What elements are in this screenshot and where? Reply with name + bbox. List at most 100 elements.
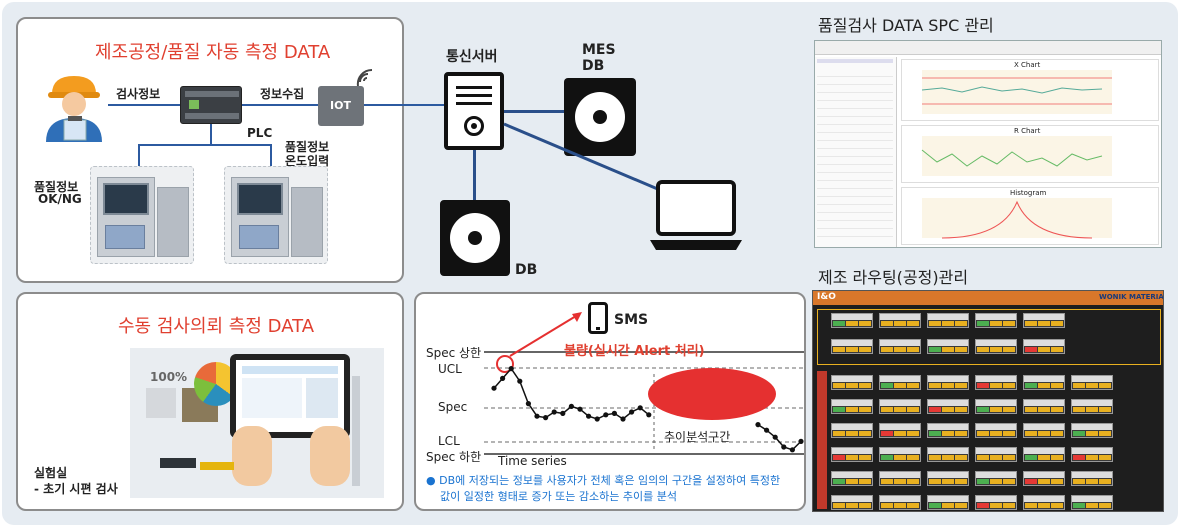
lab-illustration: 100%: [130, 348, 384, 498]
link-server-mes: [504, 110, 564, 113]
link-plc-machine2: [270, 144, 272, 166]
routing-cell[interactable]: [879, 313, 921, 328]
routing-cell[interactable]: [927, 313, 969, 328]
auto-measure-title: 제조공정/품질 자동 측정 DATA: [95, 42, 331, 63]
routing-cell[interactable]: [831, 471, 873, 486]
trend-point: [611, 410, 617, 416]
routing-cell[interactable]: [879, 375, 921, 390]
routing-cell[interactable]: [1023, 339, 1065, 354]
routing-cell[interactable]: [975, 447, 1017, 462]
link-plc-iot: [242, 104, 318, 106]
phone-icon: [588, 302, 608, 334]
routing-cell[interactable]: [1071, 447, 1113, 462]
routing-cell[interactable]: [1023, 313, 1065, 328]
trend-point: [543, 415, 549, 421]
routing-cell[interactable]: [927, 423, 969, 438]
alert-marker: [496, 355, 514, 373]
routing-cell[interactable]: [831, 313, 873, 328]
routing-cell[interactable]: [927, 471, 969, 486]
trend-point: [534, 413, 540, 419]
routing-app-screenshot: I&O WONIK MATERIALS: [812, 290, 1164, 512]
trend-note-2: 값이 일정한 형태로 증가 또는 감소하는 추이를 분석: [440, 490, 677, 503]
routing-cell[interactable]: [927, 339, 969, 354]
routing-cell[interactable]: [1071, 375, 1113, 390]
label-quality-okng-2: OK/NG: [38, 192, 82, 206]
manual-measure-title: 수동 검사의뢰 측정 DATA: [118, 316, 315, 337]
trend-point: [500, 375, 506, 381]
link-iot-server: [364, 104, 444, 106]
label-trend-section: 추이분석구간: [664, 430, 731, 444]
trend-point: [798, 438, 804, 444]
routing-cell[interactable]: [1023, 447, 1065, 462]
label-quality-temp-1: 품질정보: [285, 140, 330, 154]
alert-ellipse: [648, 368, 776, 420]
trend-point: [781, 444, 787, 450]
routing-cell[interactable]: [975, 339, 1017, 354]
plc-device: [180, 86, 242, 124]
trend-point: [764, 427, 770, 433]
routing-cell[interactable]: [975, 313, 1017, 328]
link-worker-plc: [108, 104, 180, 106]
routing-cell[interactable]: [879, 423, 921, 438]
label-info-collect: 정보수집: [260, 87, 305, 101]
trend-point: [755, 422, 761, 428]
link-server-db: [473, 150, 476, 200]
routing-cell[interactable]: [975, 471, 1017, 486]
routing-cell[interactable]: [831, 399, 873, 414]
routing-cell[interactable]: [879, 399, 921, 414]
machine-1: [90, 166, 194, 264]
routing-cell[interactable]: [831, 495, 873, 510]
routing-cell[interactable]: [879, 339, 921, 354]
trend-point: [772, 434, 778, 440]
label-plc: PLC: [247, 126, 273, 140]
routing-title: 제조 라우팅(공정)관리: [818, 268, 969, 287]
label-db: DB: [515, 262, 538, 278]
wifi-icon: [356, 68, 373, 86]
routing-cell[interactable]: [1023, 423, 1065, 438]
link-plc-machine1: [138, 144, 140, 166]
label-lab-1: 실험실: [34, 466, 68, 480]
routing-cell[interactable]: [879, 495, 921, 510]
trend-point: [789, 447, 795, 453]
routing-cell[interactable]: [927, 447, 969, 462]
spc-title: 품질검사 DATA SPC 관리: [818, 16, 994, 35]
routing-cell[interactable]: [1023, 471, 1065, 486]
label-mes-1: MES: [582, 42, 616, 58]
trend-point: [517, 378, 523, 384]
routing-cell[interactable]: [831, 423, 873, 438]
machine-2: [224, 166, 328, 264]
trend-note-1: ● DB에 저장되는 정보를 사용자가 전체 혹은 임의의 구간을 설정하여 특…: [426, 474, 781, 487]
spc-app-screenshot: X Chart R Chart Histogram: [814, 40, 1162, 248]
routing-cell[interactable]: [975, 375, 1017, 390]
tablet-icon: [230, 354, 350, 438]
trend-point: [551, 409, 557, 415]
routing-cell[interactable]: [831, 339, 873, 354]
label-lab-2: - 초기 시편 검사: [34, 482, 118, 496]
routing-cell[interactable]: [1023, 399, 1065, 414]
db-icon: [440, 200, 510, 276]
routing-cell[interactable]: [1071, 495, 1113, 510]
routing-cell[interactable]: [1023, 495, 1065, 510]
routing-cell[interactable]: [1023, 375, 1065, 390]
routing-cell[interactable]: [927, 375, 969, 390]
server-icon: [444, 72, 504, 150]
routing-cell[interactable]: [831, 447, 873, 462]
routing-cell[interactable]: [975, 495, 1017, 510]
routing-cell[interactable]: [879, 471, 921, 486]
routing-cell[interactable]: [927, 399, 969, 414]
routing-cell[interactable]: [927, 495, 969, 510]
trend-point: [637, 405, 643, 411]
routing-cell[interactable]: [879, 447, 921, 462]
routing-cell[interactable]: [1071, 399, 1113, 414]
routing-cell[interactable]: [975, 399, 1017, 414]
routing-cell[interactable]: [831, 375, 873, 390]
routing-cell[interactable]: [975, 423, 1017, 438]
trend-point: [560, 410, 566, 416]
routing-cell[interactable]: [1071, 423, 1113, 438]
laptop-icon: [650, 180, 742, 250]
routing-cell[interactable]: [1071, 471, 1113, 486]
auto-measure-box: [16, 17, 404, 283]
alert-arrow: [509, 315, 577, 357]
label-ucl: UCL: [438, 362, 462, 376]
label-lcl: LCL: [438, 434, 460, 448]
